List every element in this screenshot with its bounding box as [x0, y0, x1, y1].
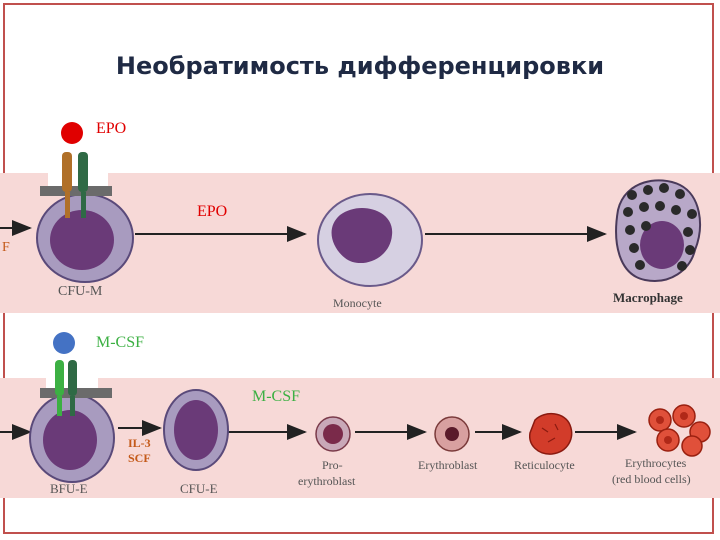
erythroid-lineage-panel — [0, 378, 720, 498]
bfu-e-label: BFU-E — [50, 481, 88, 496]
cfu-m-label: CFU-M — [58, 284, 103, 299]
proerythroblast-cell — [315, 416, 351, 452]
erythrocytes-label-line1: Erythrocytes — [625, 456, 687, 470]
epo-receptor — [40, 143, 112, 218]
proerythroblast-label-line1: Pro- — [322, 458, 343, 472]
macrophage-cell — [615, 179, 701, 282]
cfu-e-cell — [163, 389, 229, 471]
reticulocyte-cell — [529, 413, 573, 455]
macrophage-label: Macrophage — [613, 290, 683, 305]
epo-label: EPO — [96, 120, 127, 137]
cfu-e-label: CFU-E — [180, 481, 218, 496]
il3-label: IL-3 — [128, 436, 151, 450]
erythrocytes-label-line2: (red blood cells) — [612, 472, 691, 486]
epo-label-inner: EPO — [197, 203, 228, 220]
proerythroblast-label-line2: erythroblast — [298, 474, 356, 488]
mcsf-ligand — [53, 332, 75, 354]
slide-title: Необратимость дифференцировки — [115, 52, 605, 80]
erythroblast-label: Erythroblast — [418, 458, 478, 472]
epo-ligand — [61, 122, 83, 144]
mcsf-label-inner: M-CSF — [252, 388, 301, 405]
mcsf-receptor — [40, 352, 112, 416]
mcsf-label: M-CSF — [96, 334, 145, 351]
monocyte-cell — [317, 193, 423, 287]
edge-fragment-label: F — [2, 240, 10, 255]
erythroblast-cell — [434, 416, 470, 452]
erythrocytes-cells — [648, 404, 711, 457]
reticulocyte-label: Reticulocyte — [514, 458, 575, 472]
cfu-m-cell — [36, 193, 134, 283]
monocyte-label: Monocyte — [333, 296, 382, 310]
scf-label: SCF — [128, 451, 151, 465]
bfu-e-cell — [29, 393, 115, 483]
